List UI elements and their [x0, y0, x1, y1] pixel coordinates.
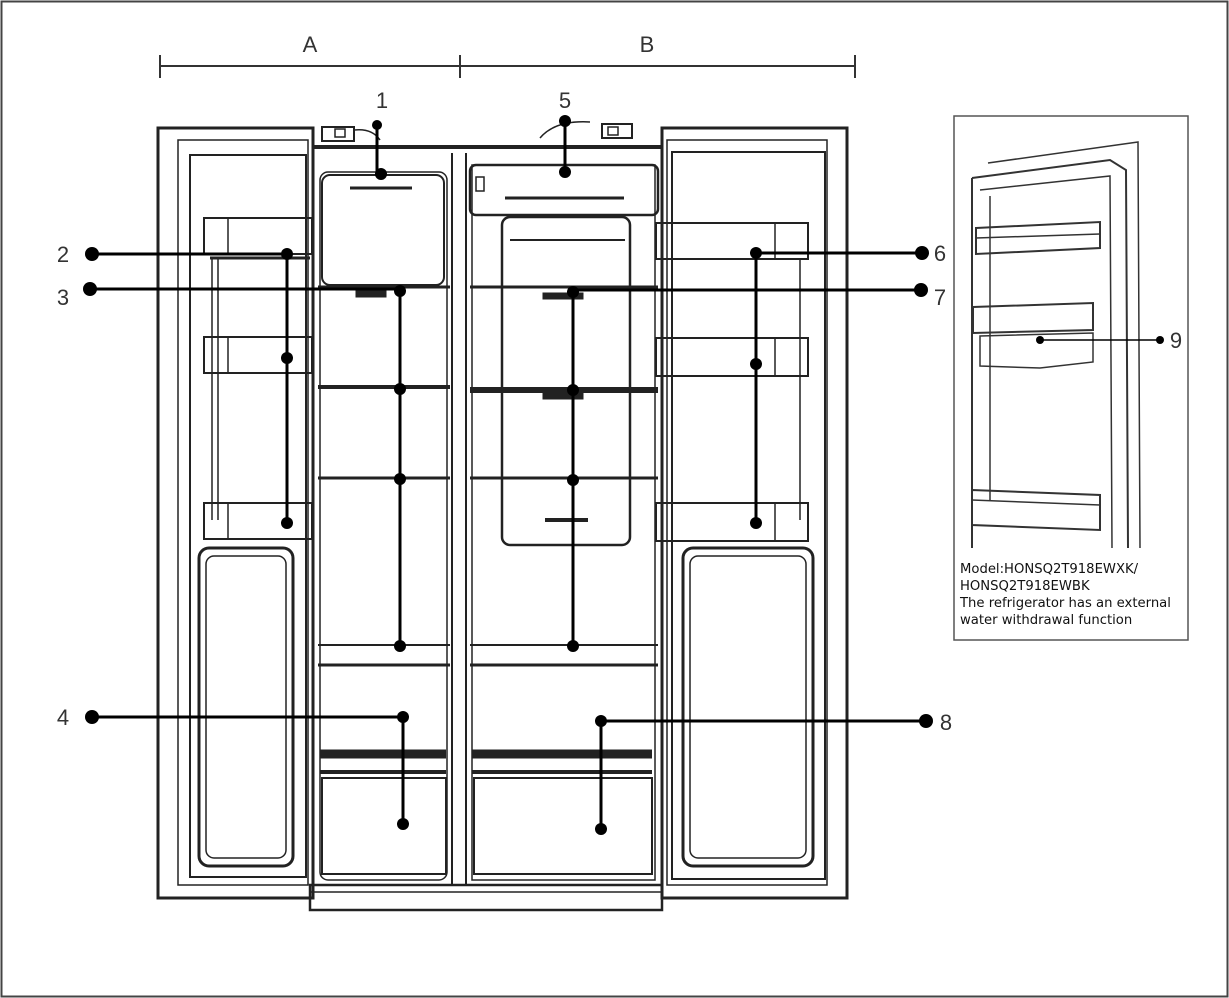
- callout-number-4: 4: [57, 705, 69, 730]
- callout-dots: [83, 115, 933, 835]
- callout-number-3: 3: [57, 285, 69, 310]
- inset-panel: 9: [953, 115, 1189, 641]
- bottom-drawers: [320, 749, 653, 875]
- dispenser-door-drawing: [971, 141, 1141, 549]
- inset-model-line-2: HONSQ2T918EWBK: [960, 579, 1090, 594]
- shelves: [318, 285, 658, 667]
- callout-number-5: 5: [559, 88, 571, 113]
- inset-note: Model:HONSQ2T918EWXK/ HONSQ2T918EWBK The…: [960, 561, 1188, 629]
- inset-description-line-2: water withdrawal function: [960, 613, 1133, 628]
- callout-number-9: 9: [1170, 328, 1182, 353]
- fridge-outline: [156, 121, 849, 912]
- callout-number-7: 7: [934, 285, 946, 310]
- section-label-b: B: [640, 32, 655, 57]
- callout-lines: [88, 119, 928, 831]
- left-door-balconies: [197, 217, 313, 868]
- section-label-a: A: [303, 32, 318, 57]
- inset-description-line-1: The refrigerator has an external: [960, 596, 1171, 611]
- callout-number-1: 1: [376, 88, 388, 113]
- callout-number-8: 8: [940, 710, 952, 735]
- callout-number-6: 6: [934, 241, 946, 266]
- inset-model-line-1: Model:HONSQ2T918EWXK/: [960, 562, 1139, 577]
- callout-number-2: 2: [57, 242, 69, 267]
- section-dimension-lines: [159, 55, 856, 78]
- right-door-balconies: [655, 222, 815, 868]
